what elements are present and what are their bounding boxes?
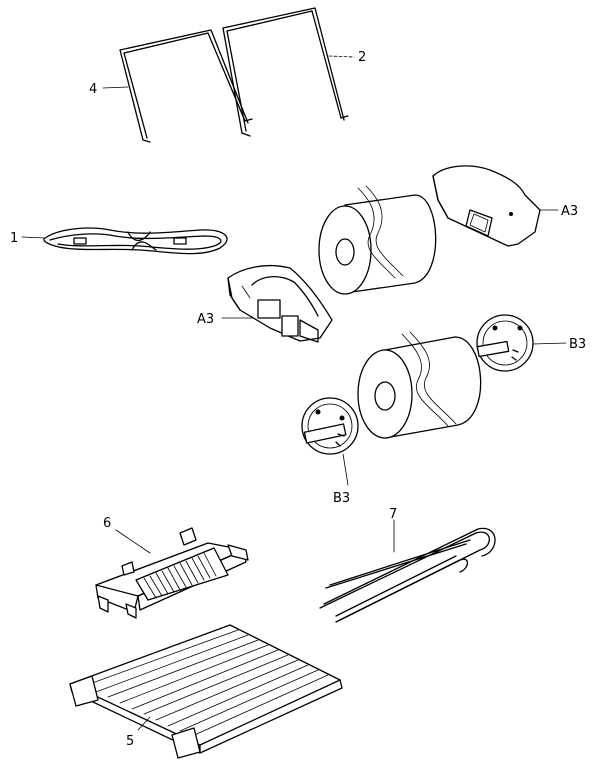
part-1-connector: [73, 237, 87, 245]
part-5-label: 5: [126, 734, 134, 749]
a3-right-leader: A3: [539, 204, 578, 219]
part-5-paper-tray: [69, 624, 343, 759]
a3-left-label: A3: [197, 312, 214, 327]
part-6-leader: 6: [103, 516, 151, 554]
a3-left-housing: [227, 265, 333, 343]
part-2-label: 2: [358, 50, 366, 65]
part-7-label: 7: [389, 507, 397, 522]
part-7-leader: 7: [389, 507, 397, 553]
part-6-slats: [143, 552, 217, 599]
part-2-wire-bail: [222, 7, 349, 137]
part-5-leader: 5: [126, 716, 151, 749]
b3-bottom-flange: [301, 397, 359, 455]
part-2-leader: 2: [328, 50, 366, 65]
part-5-left-foot: [69, 675, 99, 707]
part-6-guide-assembly: [95, 527, 249, 619]
part-6-label: 6: [103, 516, 111, 531]
a3-right-label: A3: [561, 204, 578, 219]
part-1-leader: 1: [10, 231, 46, 246]
a3-left-leader: A3: [197, 312, 255, 327]
b3-right-leader: B3: [532, 337, 586, 352]
lower-roll: [357, 331, 482, 439]
part-5-right-foot: [171, 727, 201, 759]
part-1-cable: [43, 227, 228, 255]
b3-right-flange: [476, 314, 534, 372]
part-4-leader: 4: [89, 82, 129, 97]
a3-right-housing: [432, 165, 541, 247]
part-4-wire-bail: [119, 29, 253, 143]
part-1-label: 1: [10, 231, 18, 246]
b3-right-label: B3: [569, 337, 586, 352]
part-5-ribs: [83, 629, 329, 738]
part-4-label: 4: [89, 82, 97, 97]
b3-bottom-leader: B3: [333, 453, 350, 506]
upper-roll: [318, 185, 437, 295]
part-7-wire-guide: [319, 527, 496, 623]
b3-bottom-label: B3: [333, 491, 350, 506]
part-1-connector-2: [173, 237, 187, 245]
